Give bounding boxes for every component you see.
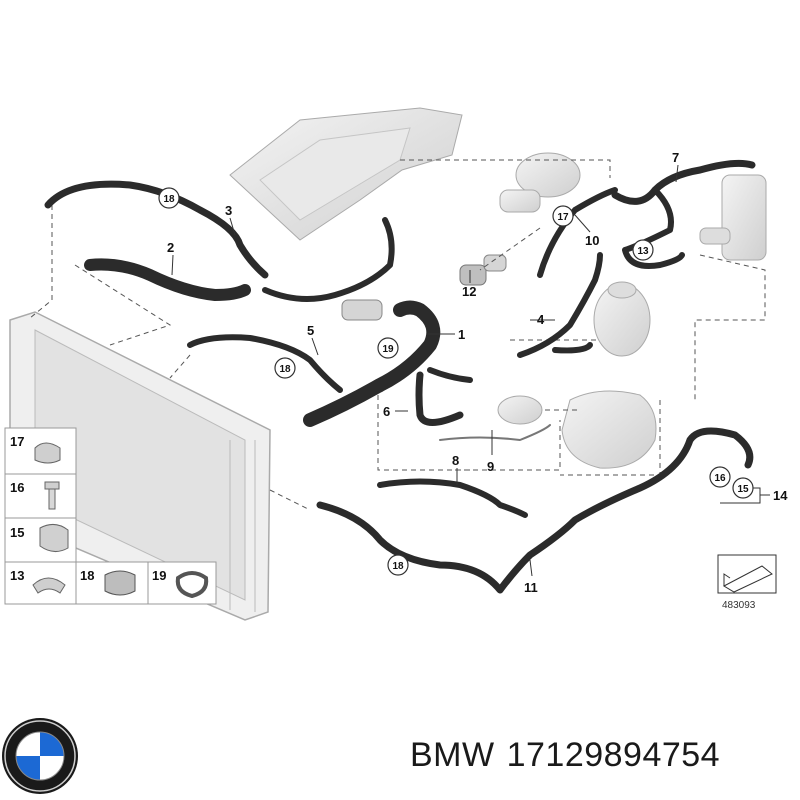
legend-13: 13 xyxy=(10,568,24,583)
circled-18-upper: 18 xyxy=(163,194,175,205)
expansion-tank-small xyxy=(699,174,767,261)
clamp-19-icon xyxy=(175,571,209,599)
clip-17-icon xyxy=(34,442,61,464)
part-number: 17129894754 xyxy=(506,736,721,774)
callout-numbers: 1 2 3 4 5 6 7 8 9 10 11 12 14 xyxy=(167,150,788,595)
callout-leaders xyxy=(171,164,770,577)
hose-3 xyxy=(44,180,269,279)
clip-13-icon xyxy=(32,577,66,594)
bolt-16-icon xyxy=(44,481,60,510)
callout-3: 3 xyxy=(225,203,232,218)
legend-19: 19 xyxy=(152,568,166,583)
callout-11: 11 xyxy=(524,580,538,595)
callout-6: 6 xyxy=(383,404,390,419)
circled-callout-labels: 18 18 18 19 17 13 16 15 xyxy=(163,194,749,572)
hose-11 xyxy=(316,427,754,594)
circled-16: 16 xyxy=(714,473,726,484)
legend-18: 18 xyxy=(80,568,94,583)
callout-7: 7 xyxy=(672,150,679,165)
hose-8 xyxy=(377,478,528,518)
hose-4b xyxy=(552,342,593,354)
hose-9 xyxy=(439,424,551,441)
hose-2 xyxy=(84,258,251,301)
legend-17: 17 xyxy=(10,434,24,449)
callout-1: 1 xyxy=(458,327,465,342)
parts-legend: 17 16 15 13 18 19 xyxy=(4,427,217,605)
circled-callouts xyxy=(158,187,754,576)
hose-1 xyxy=(303,300,441,427)
hose-6 xyxy=(415,371,464,426)
callout-5: 5 xyxy=(307,323,314,338)
legend-15: 15 xyxy=(10,525,24,540)
circled-18-lower: 18 xyxy=(392,561,404,572)
callout-9: 9 xyxy=(487,459,494,474)
circled-17: 17 xyxy=(557,212,569,223)
callout-4: 4 xyxy=(537,312,545,327)
bmw-logo-icon xyxy=(2,718,78,794)
thermostat-housing xyxy=(499,152,581,213)
clamp-18-icon xyxy=(104,570,136,596)
hose-upper-return xyxy=(262,217,395,302)
reference-code: 483093 xyxy=(722,600,756,611)
callout-10: 10 xyxy=(585,233,599,248)
hose-6b xyxy=(427,367,473,383)
hose-5 xyxy=(187,334,343,393)
callout-2: 2 xyxy=(167,240,174,255)
circled-13: 13 xyxy=(637,246,649,257)
legend-16: 16 xyxy=(10,480,24,495)
hose-7b xyxy=(622,187,685,269)
connector-part-12 xyxy=(341,254,507,321)
hose-4 xyxy=(517,252,603,358)
callout-8: 8 xyxy=(452,453,459,468)
hose-7 xyxy=(611,159,756,205)
callout-12: 12 xyxy=(462,284,476,299)
hose-10 xyxy=(537,187,618,278)
brand-name: BMW xyxy=(410,736,495,774)
reference-symbol: 483093 xyxy=(717,554,777,611)
circled-19: 19 xyxy=(382,344,394,355)
circled-15: 15 xyxy=(737,484,749,495)
circled-18-middle: 18 xyxy=(279,364,291,375)
hoses xyxy=(44,159,756,594)
footer-caption: BMW 17129894754 xyxy=(410,736,732,775)
callout-14: 14 xyxy=(773,488,788,503)
clamp-15-icon xyxy=(39,524,69,552)
intake-manifold xyxy=(229,107,463,241)
coolant-reservoir xyxy=(497,281,657,469)
